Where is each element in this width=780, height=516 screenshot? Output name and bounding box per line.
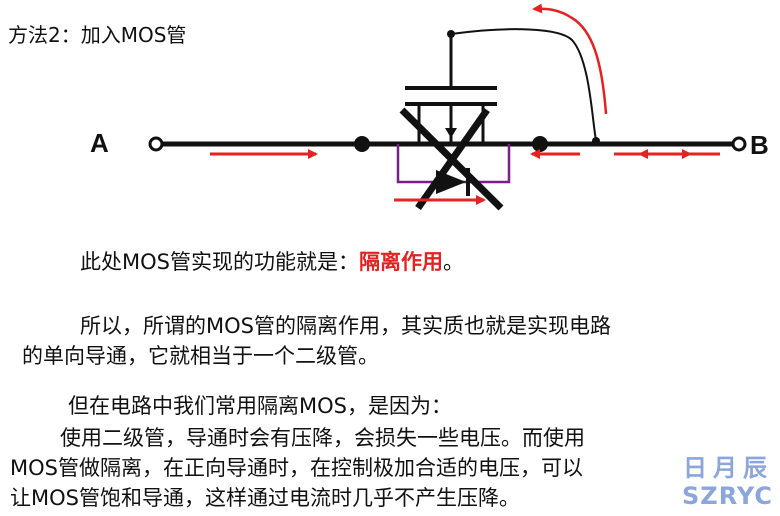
terminal-b <box>731 136 747 152</box>
reason-line-2: 使用二级管，导通时会有压降，会损失一些电压。而使用 <box>60 426 585 450</box>
terminal-a-label: A <box>90 128 109 158</box>
watermark-en: SZRYC <box>682 482 773 510</box>
terminal-b-label: B <box>750 130 769 160</box>
slide-title: 方法2：加入MOS管 <box>8 23 187 47</box>
explanation-line-2: 的单向导通，它就相当于一个二级管。 <box>22 344 379 368</box>
function-statement: 此处MOS管实现的功能就是：隔离作用。 <box>80 248 464 276</box>
terminal-a <box>148 136 164 152</box>
reason-line-1: 但在电路中我们常用隔离MOS，是因为： <box>68 394 452 418</box>
current-arrows <box>210 3 720 205</box>
cross-out-mark <box>399 107 504 211</box>
mos-isolation-diagram <box>148 3 747 211</box>
function-statement-prefix: 此处MOS管实现的功能就是： <box>80 250 359 274</box>
node-left <box>354 136 370 152</box>
function-highlight: 隔离作用 <box>358 250 443 274</box>
gate-wire <box>450 28 597 141</box>
reason-line-4: 让MOS管饱和导通，这样通过电流时几乎不产生压降。 <box>10 486 520 510</box>
node-right <box>532 136 548 152</box>
watermark-cn: 日月辰 <box>683 453 773 482</box>
function-statement-suffix: 。 <box>442 250 464 274</box>
node-gate-join <box>592 137 600 145</box>
explanation-line-1: 所以，所谓的MOS管的隔离作用，其实质也就是实现电路 <box>80 314 611 338</box>
reason-line-3: MOS管做隔离，在正向导通时，在控制极加合适的电压，可以 <box>10 456 583 480</box>
